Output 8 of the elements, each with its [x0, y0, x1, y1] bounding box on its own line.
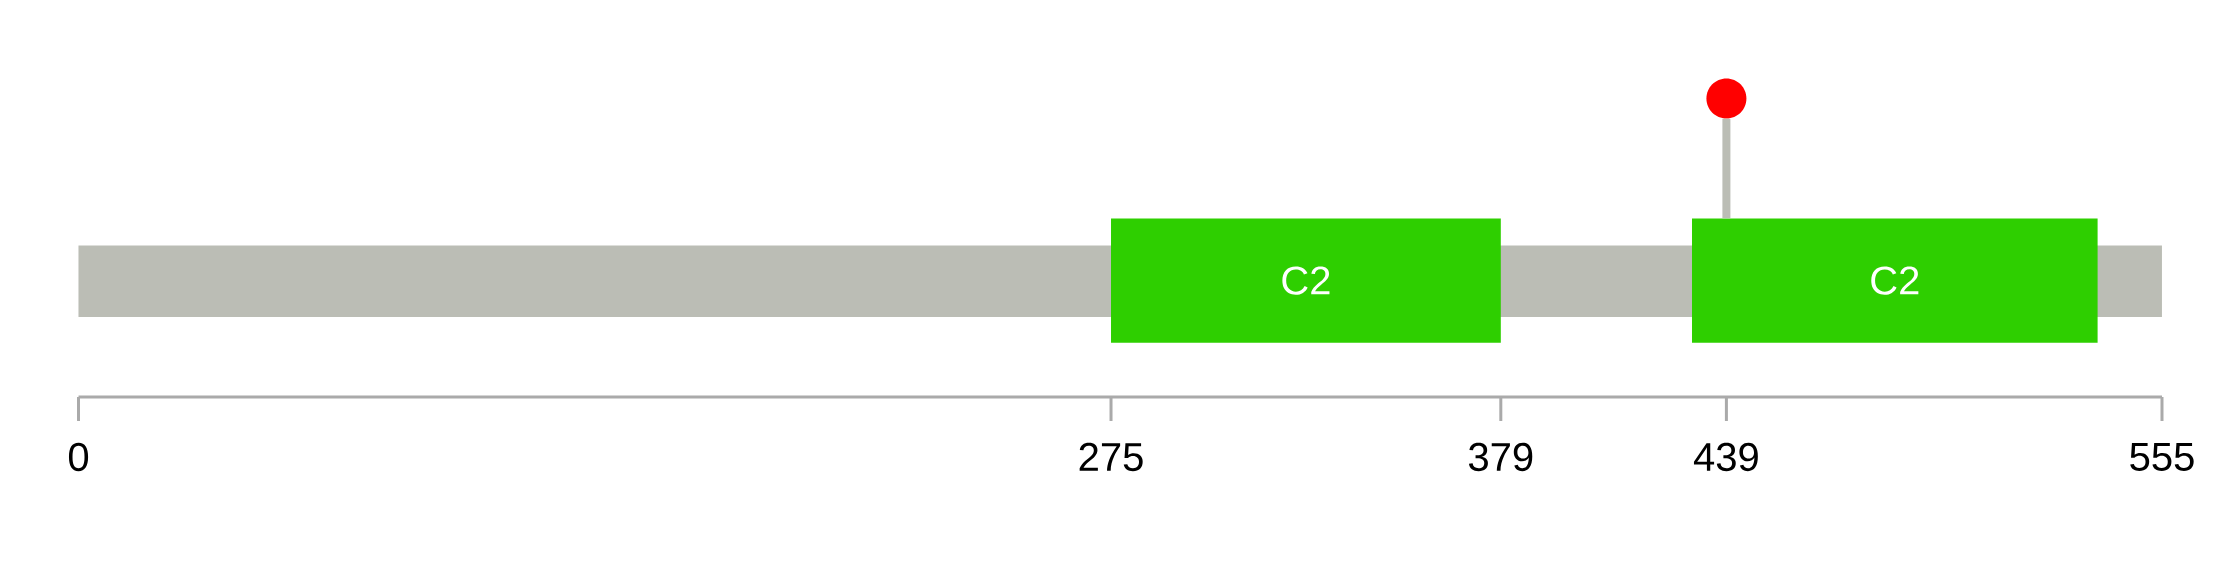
- tick-label: 439: [1693, 442, 1758, 472]
- domain-box: C2: [1692, 218, 2098, 343]
- site-marker: [1706, 78, 1747, 119]
- tick-label: 379: [1468, 442, 1533, 472]
- tick-label: 0: [68, 442, 89, 472]
- tick-label: 555: [2130, 443, 2194, 471]
- tick-label: 275: [1079, 442, 1143, 472]
- domain-box: C2: [1111, 218, 1501, 343]
